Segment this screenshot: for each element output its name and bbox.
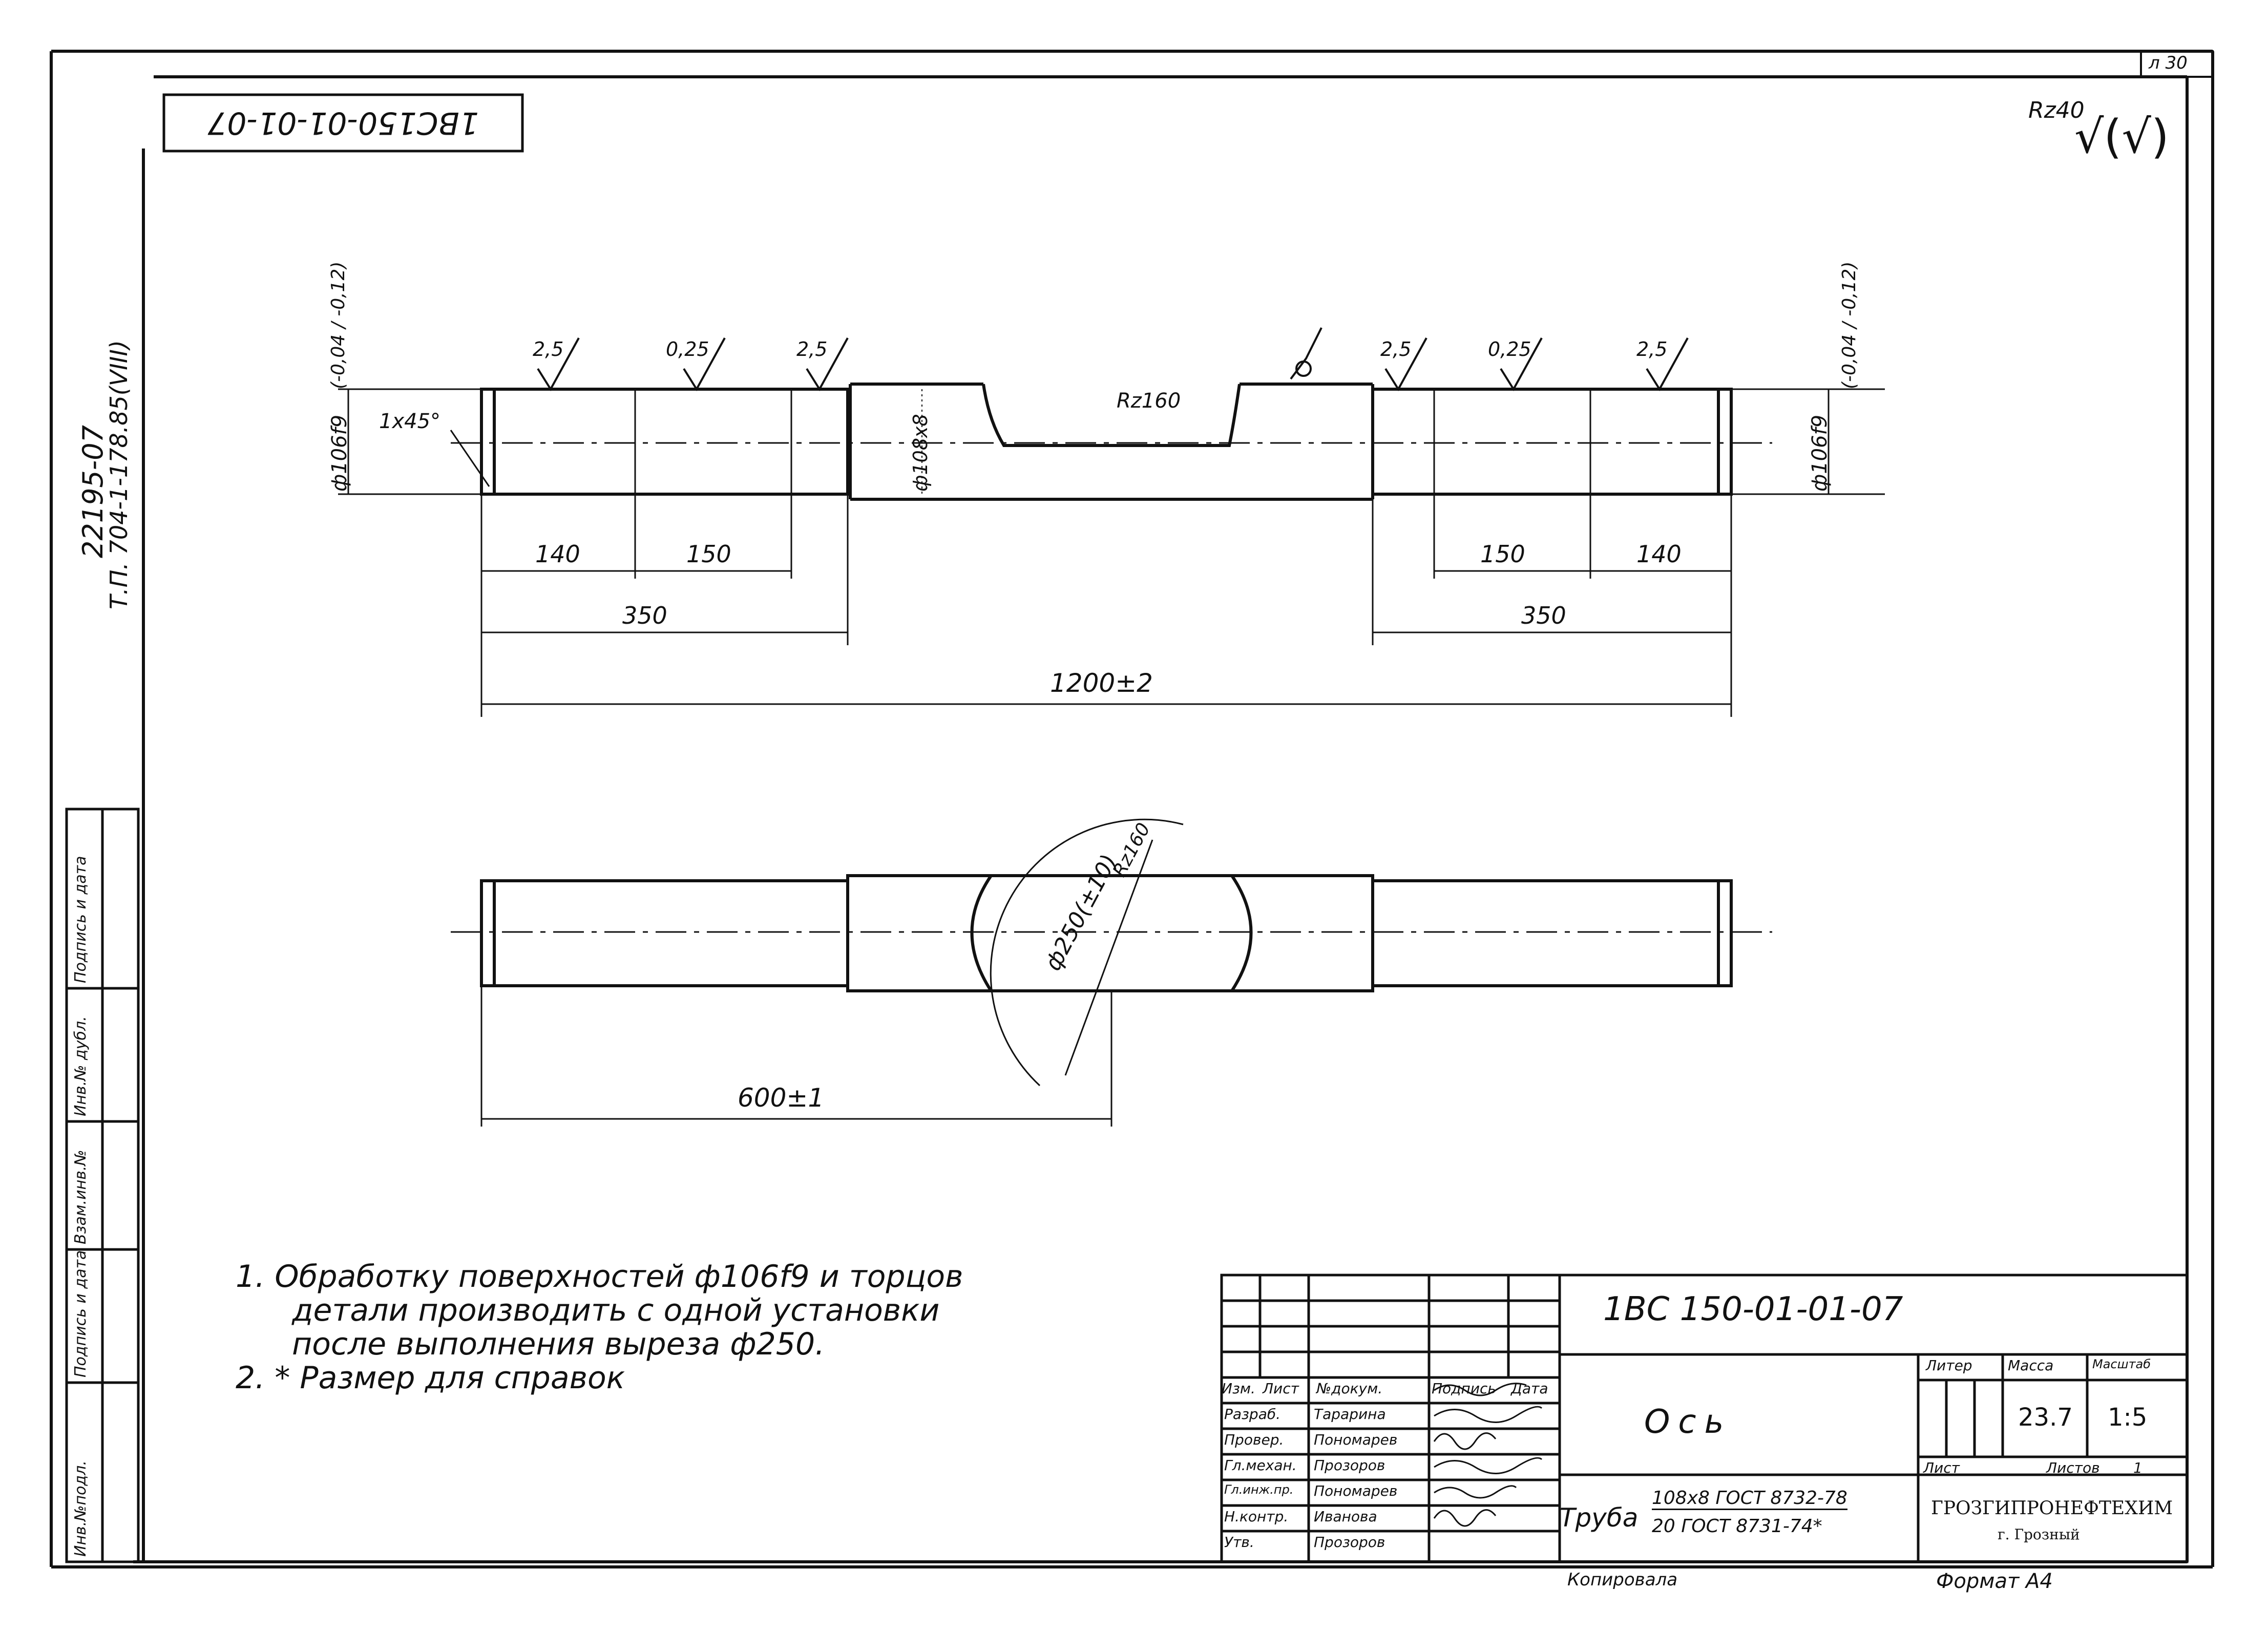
tb-name-1: Тарарина <box>1314 1406 1386 1423</box>
note-line-4: 2. * Размер для справок <box>236 1360 625 1396</box>
strip-label-inv-dubl: Инв.№ дубл. <box>72 1016 90 1116</box>
material-bottom: 20 ГОСТ 8731-74* <box>1652 1516 1822 1537</box>
rough-b: 0,25 <box>666 338 709 360</box>
rough-e: 0,25 <box>1488 338 1531 360</box>
dim-d-end-left: ф106f9 <box>328 414 351 492</box>
note-line-3: после выполнения выреза ф250. <box>292 1326 825 1362</box>
tb-mass-label: Масса <box>2008 1357 2054 1374</box>
tb-mass-value: 23.7 <box>2018 1403 2073 1432</box>
top-view-shaft <box>338 383 1885 501</box>
signatures <box>1433 1383 1543 1527</box>
sheet-ref-box <box>2140 50 2214 78</box>
tb-hdr-doc: №докум. <box>1316 1380 1383 1397</box>
tb-name-2: Пономарев <box>1314 1431 1398 1448</box>
format-label: Формат А4 <box>1936 1570 2053 1593</box>
tb-role-5: Н.контр. <box>1224 1508 1289 1525</box>
tb-org-name: ГРОЗГИПРОНЕФТЕХИМ <box>1931 1498 2173 1519</box>
tb-role-2: Провер. <box>1224 1431 1284 1448</box>
roughness-general-label: Rz40 <box>2028 97 2085 123</box>
dim-350-right: 350 <box>1521 602 1566 629</box>
dim-140-right: 140 <box>1636 540 1682 568</box>
rough-f: 2,5 <box>1636 338 1668 360</box>
dim-150-left: 150 <box>686 540 731 568</box>
tb-name-6: Прозоров <box>1314 1534 1385 1551</box>
tb-name-3: Прозоров <box>1314 1457 1385 1474</box>
dim-chamfer: 1x45° <box>379 410 441 433</box>
tb-role-1: Разраб. <box>1224 1406 1281 1423</box>
tb-role-3: Гл.механ. <box>1224 1457 1297 1474</box>
tb-litera-label: Литер <box>1926 1357 1972 1374</box>
title-block-grid <box>1220 1274 2189 1563</box>
copied-label: Копировала <box>1567 1570 1678 1590</box>
notes-block: 1. Обработку поверхностей ф106f9 и торцо… <box>236 1260 963 1395</box>
left-margin-code-2: Т.П. 704-1-178.85(VIII) <box>105 340 133 609</box>
dim-140-left: 140 <box>535 540 580 568</box>
strip-label-vzam-inv: Взам.инв.№ <box>72 1150 90 1244</box>
sheet-ref: л 30 <box>2149 53 2188 73</box>
tb-hdr-list: Лист <box>1263 1380 1299 1397</box>
left-margin-code-1: 22195-07 <box>77 425 109 558</box>
roughness-marks-top <box>537 327 1689 391</box>
tb-hdr-date: Дата <box>1511 1380 1548 1397</box>
title-code: 1ВС 150-01-01-07 <box>1603 1290 1903 1328</box>
tb-role-6: Утв. <box>1224 1534 1254 1551</box>
tb-sheets-label: Листов <box>2046 1459 2100 1476</box>
dim-radius-mid: Rz160 <box>1117 389 1181 413</box>
note-line-1: 1. Обработку поверхностей ф106f9 и торцо… <box>236 1259 963 1295</box>
top-code-box <box>162 93 524 153</box>
top-code-rotated: 1ВС150-01-01-07 <box>207 105 479 141</box>
strip-label-sign-date-2: Подпись и дата <box>72 856 90 984</box>
note-line-2: детали производить с одной установки <box>292 1292 940 1328</box>
bottom-view-shaft <box>451 818 1772 1127</box>
roughness-check-icon: √(√) <box>2074 110 2169 164</box>
tb-role-4: Гл.инж.пр. <box>1224 1482 1294 1497</box>
tb-hdr-izm: Изм. <box>1222 1380 1255 1397</box>
material-top: 108x8 ГОСТ 8732-78 <box>1652 1488 1847 1510</box>
tb-org-city: г. Грозный <box>1998 1526 2080 1543</box>
strip-label-sign-date-1: Подпись и дата <box>72 1250 90 1378</box>
dim-600: 600±1 <box>738 1083 825 1113</box>
tb-scale-label: Масштаб <box>2092 1357 2151 1371</box>
rough-d: 2,5 <box>1380 338 1412 360</box>
dim-150-right: 150 <box>1480 540 1525 568</box>
tb-name-5: Иванова <box>1314 1508 1377 1525</box>
rough-a: 2,5 <box>533 338 564 360</box>
dim-350-left: 350 <box>622 602 667 629</box>
dim-tol-right: (-0,04 / -0,12) <box>1839 261 1860 389</box>
tb-sheet-label: Лист <box>1923 1459 1960 1476</box>
material-prefix: Труба <box>1560 1503 1639 1533</box>
dim-d-end-right: ф106f9 <box>1808 414 1832 492</box>
dim-tol-left: (-0,04 / -0,12) <box>328 261 349 389</box>
dim-total-length: 1200±2 <box>1050 668 1153 698</box>
top-view-dimensions <box>347 389 1830 717</box>
rough-c: 2,5 <box>796 338 828 360</box>
tb-name-4: Пономарев <box>1314 1482 1398 1499</box>
sheet-frame <box>50 50 2214 1568</box>
tb-hdr-sign: Подпись <box>1432 1380 1496 1397</box>
title-name: Ось <box>1644 1403 1732 1441</box>
dim-d-mid: ф108x8 <box>909 414 932 492</box>
tb-scale-value: 1:5 <box>2108 1403 2148 1432</box>
tb-sheets-value: 1 <box>2133 1459 2143 1476</box>
strip-label-inv-podl: Инв.№подл. <box>72 1460 90 1557</box>
left-strip <box>65 808 140 1563</box>
